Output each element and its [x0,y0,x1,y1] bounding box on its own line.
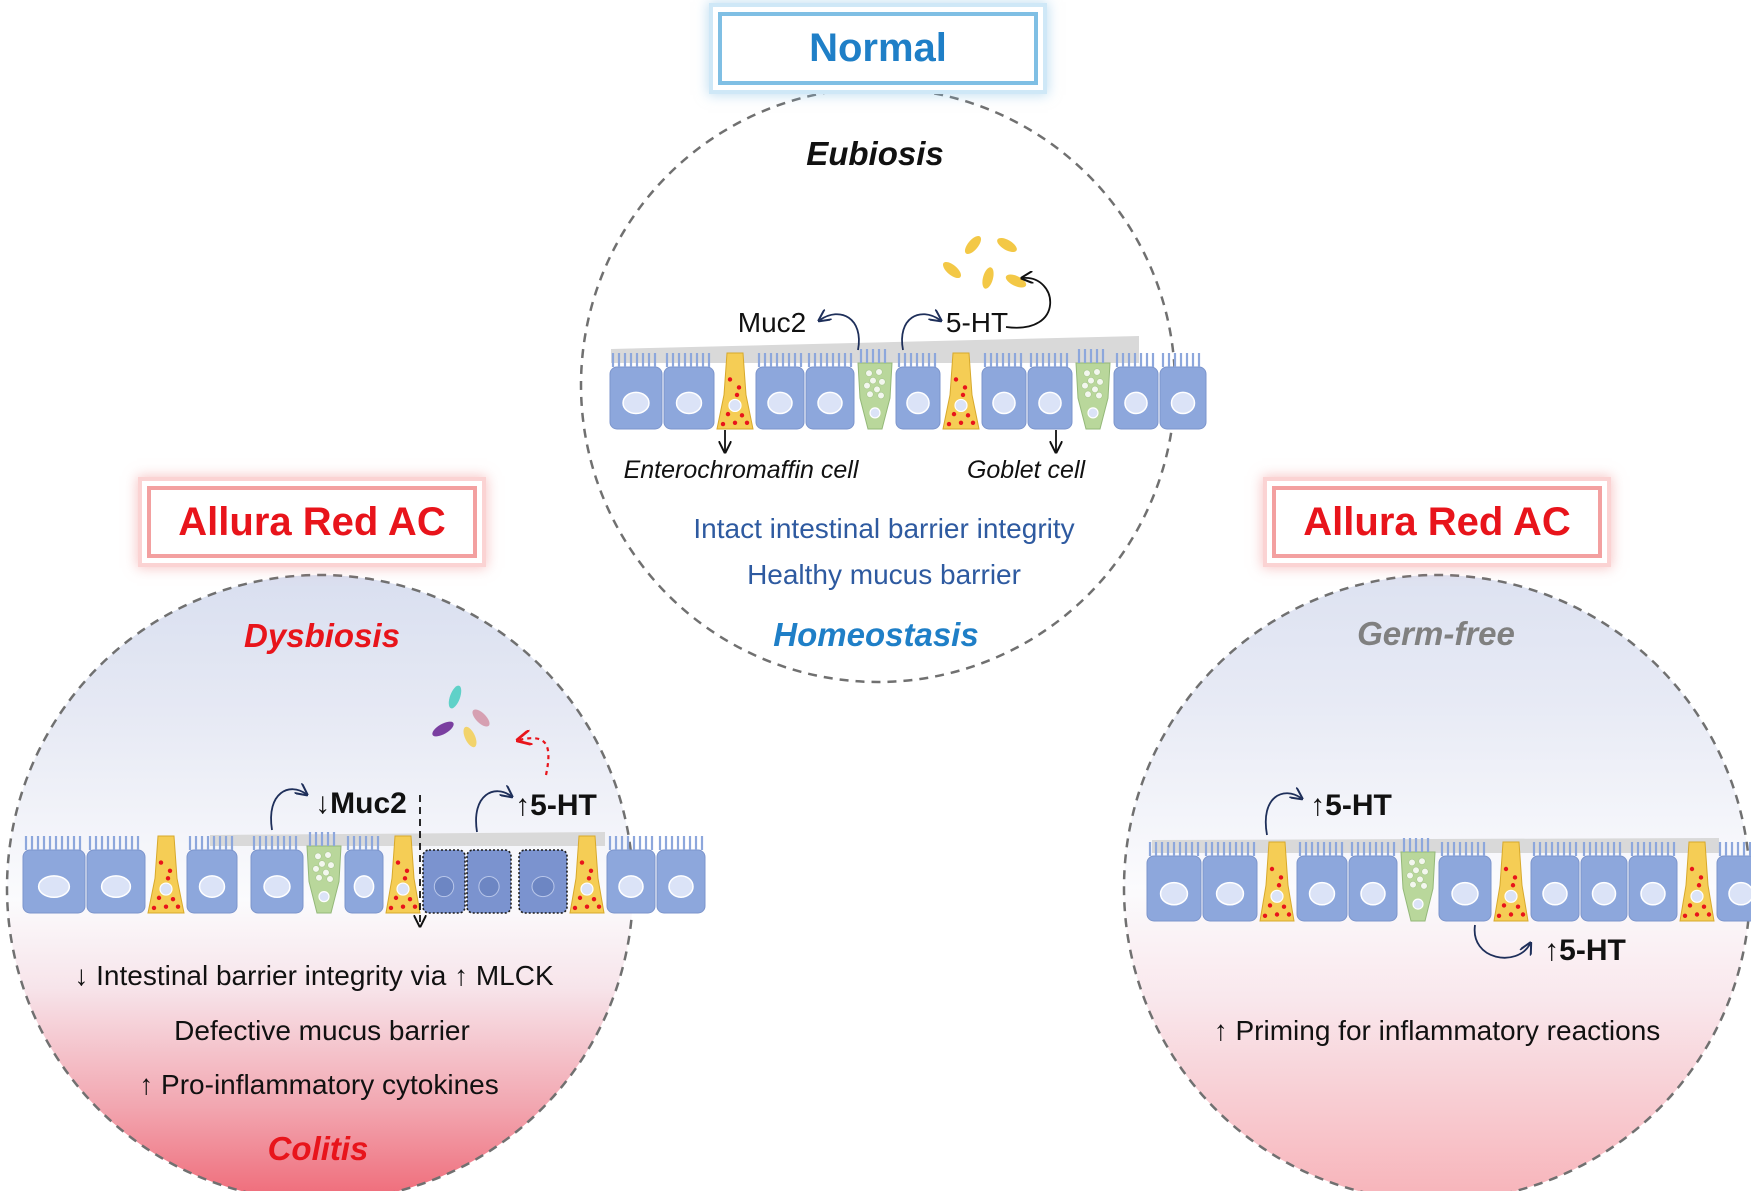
epithelial-cell [1113,353,1159,430]
dysbiosis-effect-mucus: Defective mucus barrier [174,1015,470,1046]
normal-muc2-label: Muc2 [737,307,807,338]
epithelial-cell [656,836,706,914]
dysbiosis-arrows [270,738,550,925]
dysbiosis-title: Allura Red AC [147,486,477,558]
normal-epithelium [609,336,1207,430]
enterochromaffin-cell [385,835,421,914]
enterochromaffin-cell [1493,841,1529,922]
dysbiosis-serotonin-label: ↑5-HT [515,789,597,822]
eubiosis-label: Eubiosis [806,135,944,172]
enterochromaffin-cell [942,352,980,430]
epithelial-cell [344,836,384,914]
epithelial-cell [609,353,663,430]
germfree-effect-priming: ↑ Priming for inflammatory reactions [1213,1015,1661,1046]
epithelial-cell [86,836,146,914]
homeostasis-label: Homeostasis [773,616,979,653]
epithelial-cell [981,353,1027,430]
damaged-epithelial-cell [422,849,466,914]
epithelial-cell [1438,842,1492,922]
epithelial-cell [755,353,805,430]
goblet-cell [1075,349,1111,430]
dysbiosis-effect-barrier: ↓ Intestinal barrier integrity via ↑ MLC… [74,960,554,991]
dysbiosis-muc2-label: ↓Muc2 [315,787,407,820]
goblet-cell [857,349,893,430]
epithelial-cell [250,836,304,914]
enterochromaffin-cell-label: Enterochromaffin cell [623,456,859,484]
colitis-label: Colitis [267,1130,369,1167]
mucus-layer [1152,838,1719,853]
epithelial-cell [1296,842,1348,922]
epithelial-cell [1027,353,1073,430]
epithelial-cell [22,836,86,914]
epithelial-cell [805,353,855,430]
epithelial-cell [1716,842,1751,922]
germfree-title: Allura Red AC [1272,486,1602,558]
germfree-serotonin-bottom-label: ↑5-HT [1544,934,1626,967]
goblet-cell [306,832,342,914]
epithelial-cell [1628,842,1678,922]
germfree-label: Germ-free [1357,615,1515,652]
enterochromaffin-cell [716,352,754,430]
normal-title: Normal [718,12,1038,85]
dysbiosis-epithelium [22,832,706,914]
enterochromaffin-cell [1679,841,1715,922]
enterochromaffin-cell [1259,841,1295,922]
normal-arrows [725,278,1056,451]
epithelial-cell [1159,353,1207,430]
dysbiosis-label: Dysbiosis [244,617,400,654]
epithelial-cell [1146,842,1202,922]
germfree-epithelium [1146,838,1751,922]
goblet-cell [1400,838,1436,922]
damaged-epithelial-cell [518,849,568,914]
epithelial-cell [1580,842,1628,922]
dysbiosis-effect-cytokines: ↑ Pro-inflammatory cytokines [139,1069,499,1100]
enterochromaffin-cell [569,835,605,914]
epithelial-cell [895,353,941,430]
dysbiosis-bacteria [432,685,490,748]
epithelial-cell [606,836,656,914]
normal-serotonin-label: 5-HT [945,307,1009,338]
normal-bacteria [942,235,1027,289]
normal-effect-mucus: Healthy mucus barrier [747,559,1021,590]
epithelial-cell [186,836,238,914]
enterochromaffin-cell [147,835,185,914]
goblet-cell-label: Goblet cell [966,456,1086,484]
germfree-arrows [1264,793,1530,959]
epithelial-cell [1530,842,1580,922]
normal-effect-barrier: Intact intestinal barrier integrity [693,513,1075,544]
epithelial-cell [663,353,715,430]
germfree-serotonin-top-label: ↑5-HT [1310,789,1392,822]
epithelial-cell [1202,842,1258,922]
epithelial-cell [1348,842,1398,922]
damaged-epithelial-cell [466,849,512,914]
